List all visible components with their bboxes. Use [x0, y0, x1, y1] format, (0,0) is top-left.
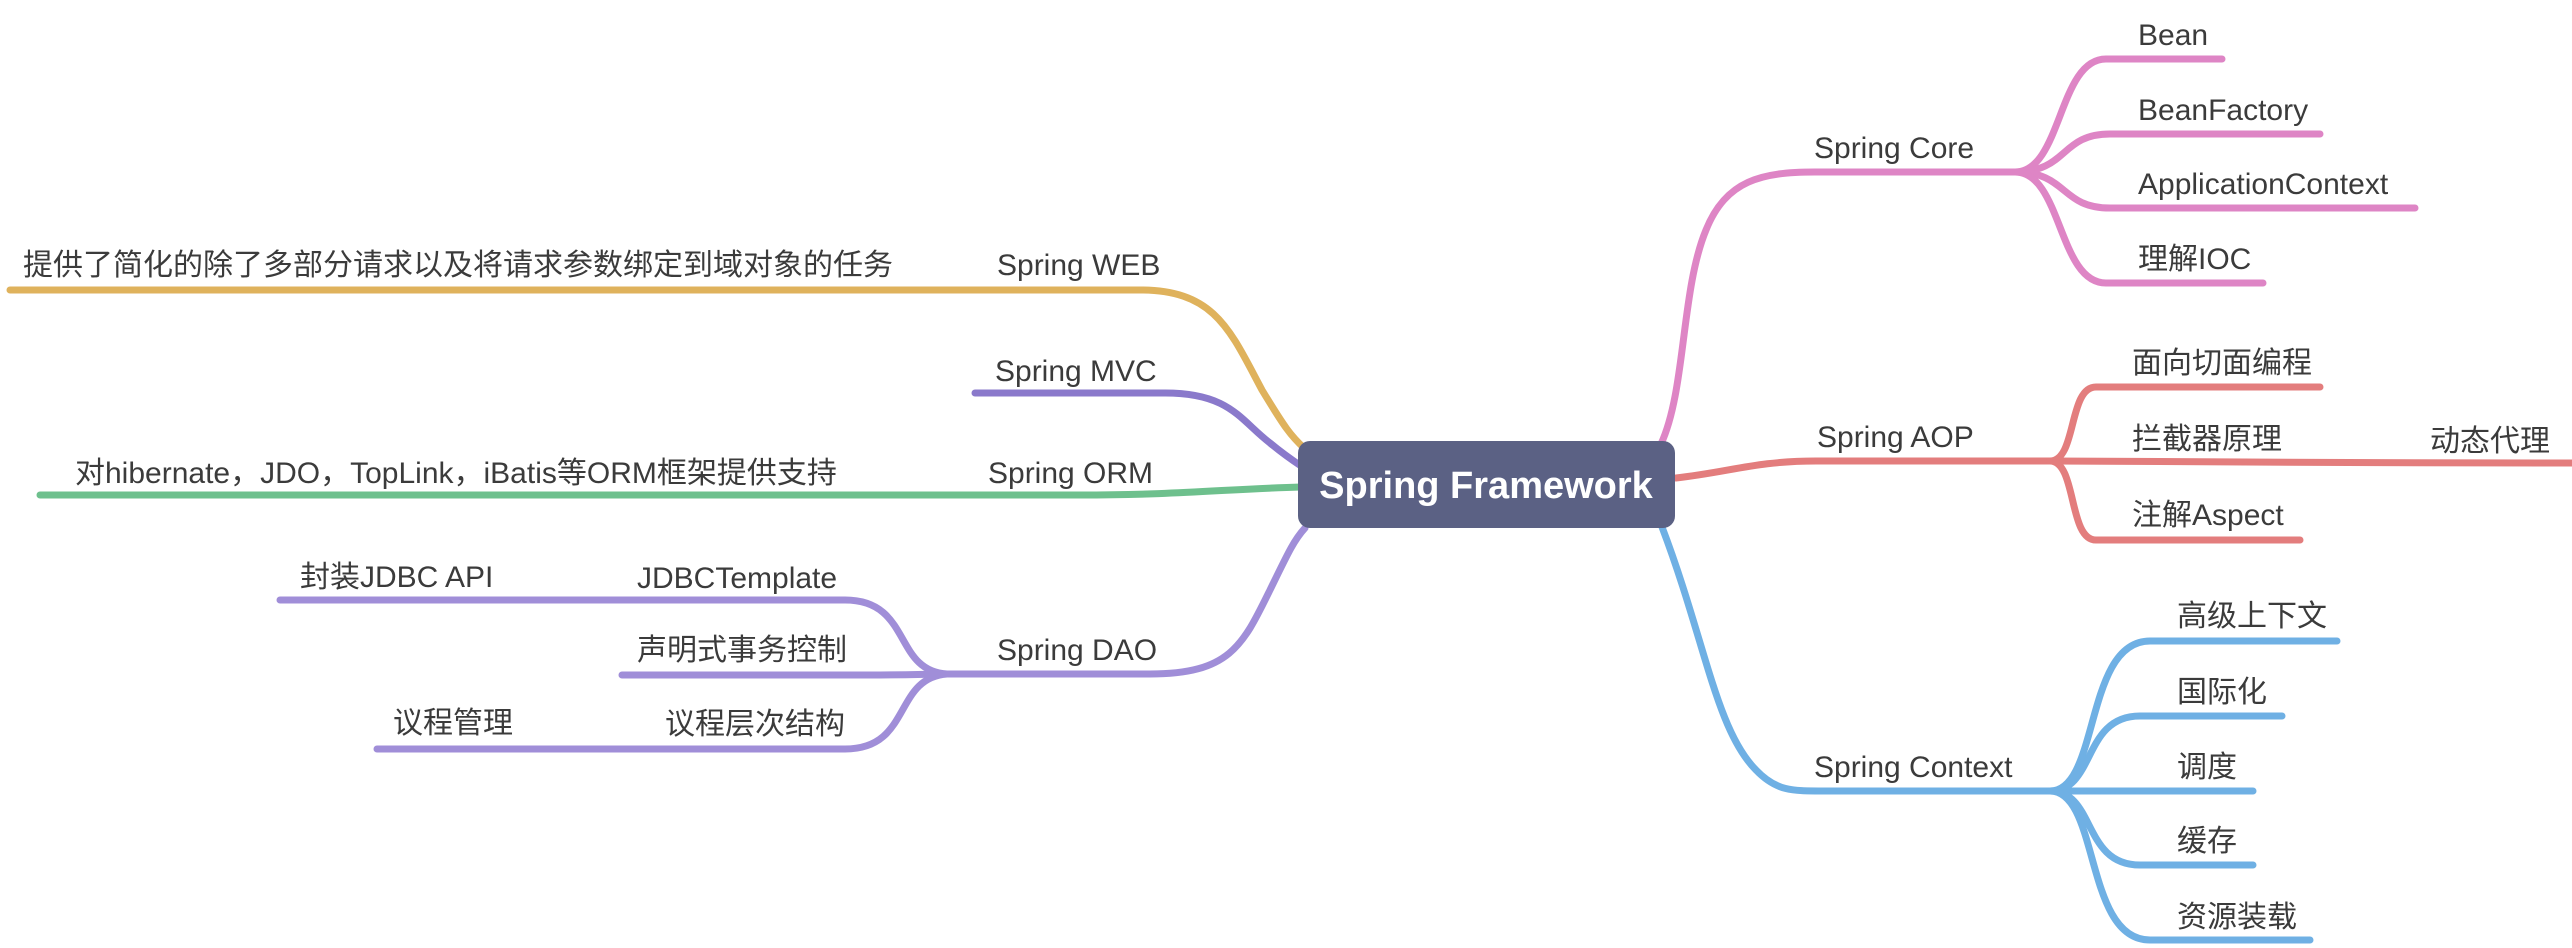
branch-line-dao-jdbc: [276, 596, 951, 678]
topic-applicationcontext[interactable]: ApplicationContext: [2138, 168, 2389, 201]
topic-caching[interactable]: 缓存: [2177, 825, 2237, 858]
topic-spring-context[interactable]: Spring Context: [1814, 751, 2013, 784]
topic-aspect-annotation[interactable]: 注解Aspect: [2132, 499, 2284, 532]
topic-understand-ioc[interactable]: 理解IOC: [2138, 243, 2251, 276]
branch-line-core-main: [1657, 168, 2019, 448]
topic-spring-dao[interactable]: Spring DAO: [997, 634, 1157, 667]
topic-resource-loading[interactable]: 资源装载: [2177, 901, 2297, 934]
branch-line-dao-transaction: [618, 670, 951, 679]
branch-line-core-beanfactory: [2011, 130, 2324, 176]
root-node-label[interactable]: Spring Framework: [1319, 465, 1653, 507]
topic-beanfactory[interactable]: BeanFactory: [2138, 94, 2308, 127]
topic-agenda-management[interactable]: 议程管理: [393, 707, 513, 740]
topic-spring-orm[interactable]: Spring ORM: [988, 457, 1153, 490]
topic-dynamic-proxy[interactable]: 动态代理: [2430, 425, 2550, 458]
topic-spring-web[interactable]: Spring WEB: [997, 249, 1160, 282]
branch-line-context-i18n: [2046, 712, 2286, 795]
branch-line-context-main: [1658, 523, 2054, 795]
topic-declarative-transaction[interactable]: 声明式事务控制: [637, 634, 847, 667]
topic-agenda-hierarchy[interactable]: 议程层次结构: [665, 708, 845, 741]
branch-line-web: [6, 286, 1308, 452]
branch-line-aop-programming: [2046, 383, 2324, 465]
branch-line-aop-aspect: [2046, 457, 2304, 544]
topic-web-note[interactable]: 提供了简化的除了多部分请求以及将请求参数绑定到域对象的任务: [23, 249, 893, 282]
root-node-box[interactable]: [1298, 441, 1675, 528]
topic-i18n[interactable]: 国际化: [2177, 676, 2267, 709]
topic-jdbc-template[interactable]: JDBCTemplate: [637, 562, 837, 595]
topic-scheduling[interactable]: 调度: [2177, 751, 2237, 784]
topic-wrap-jdbc-api[interactable]: 封装JDBC API: [300, 561, 493, 594]
branch-line-core-ioc: [2011, 168, 2267, 287]
topic-spring-aop[interactable]: Spring AOP: [1817, 421, 1974, 454]
branch-line-aop-main: [1672, 457, 2054, 482]
topic-spring-core[interactable]: Spring Core: [1814, 132, 1974, 165]
branch-line-context-resource: [2046, 787, 2314, 944]
topic-orm-note[interactable]: 对hibernate，JDO，TopLink，iBatis等ORM框架提供支持: [75, 457, 837, 490]
branch-line-mvc: [971, 389, 1305, 470]
branch-line-aop-interceptor: [2046, 457, 2572, 467]
root-node[interactable]: Spring Framework: [1298, 441, 1675, 528]
topic-aspect-oriented-programming[interactable]: 面向切面编程: [2132, 347, 2312, 380]
branch-line-orm: [36, 483, 1305, 499]
topic-bean[interactable]: Bean: [2138, 19, 2208, 52]
branch-line-dao-main: [943, 524, 1309, 678]
topic-interceptor-principle[interactable]: 拦截器原理: [2132, 423, 2282, 456]
branch-line-core-bean: [2011, 55, 2226, 176]
topic-spring-mvc[interactable]: Spring MVC: [995, 355, 1157, 388]
branch-line-dao-agenda: [373, 670, 951, 753]
topic-advanced-context[interactable]: 高级上下文: [2177, 600, 2327, 633]
